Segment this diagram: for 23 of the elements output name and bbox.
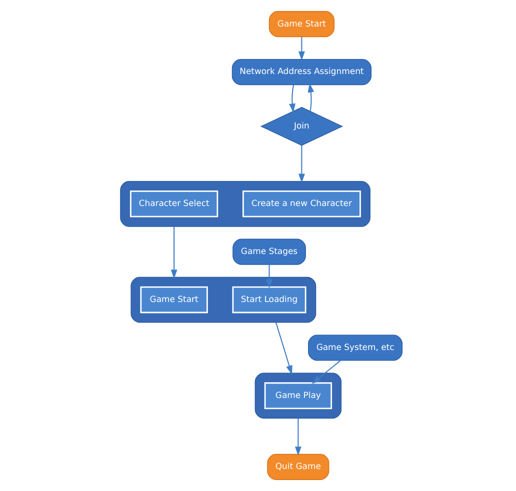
arrow [294, 418, 301, 456]
node-box: Game Start [140, 286, 208, 314]
node-box: Game Stages [232, 238, 306, 265]
arrow [311, 360, 340, 384]
arrow [288, 84, 295, 113]
cluster [254, 372, 342, 419]
arrow [274, 322, 292, 375]
arrow [298, 145, 304, 183]
node-box: Quit Game [266, 454, 329, 480]
node-box: Game System, etc [308, 334, 402, 361]
arrow [307, 83, 314, 112]
node-box: Character Select [129, 190, 218, 218]
node-box: Network Address Assignment [231, 58, 371, 86]
arrow [266, 264, 272, 288]
node-box: Create a new Character [242, 190, 360, 218]
arrow [298, 37, 304, 61]
node-box: Start Loading [232, 286, 306, 314]
arrow [170, 226, 177, 279]
node-box: Game Play [264, 382, 332, 410]
cluster [120, 180, 370, 227]
node-diamond: Join [260, 106, 343, 146]
node-box: Game Start [268, 11, 334, 38]
cluster [130, 276, 316, 323]
